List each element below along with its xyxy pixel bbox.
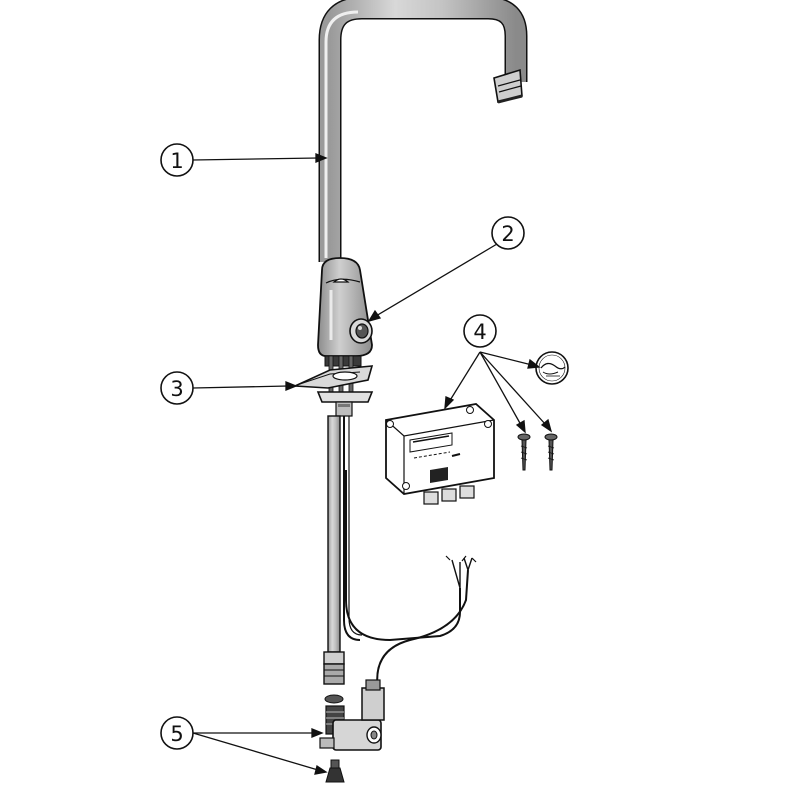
- filter-icon: [325, 759, 345, 783]
- leader-lines: [192, 153, 553, 775]
- sensor-cable: [345, 470, 477, 691]
- cable-gland: [423, 485, 475, 505]
- svg-text:2: 2: [501, 222, 514, 246]
- sensor-eye-icon: [349, 318, 373, 344]
- callout-2: 2: [491, 216, 525, 250]
- svg-text:4: 4: [473, 320, 486, 344]
- svg-text:3: 3: [170, 377, 183, 401]
- callout-3: 3: [160, 371, 194, 405]
- svg-text:1: 1: [170, 149, 183, 173]
- sticker-icon: [535, 351, 569, 385]
- svg-text:5: 5: [170, 722, 183, 746]
- callout-5: 5: [160, 716, 194, 750]
- callout-4: 4: [463, 314, 497, 348]
- mounting-clamp-icon: [294, 365, 374, 417]
- control-box-icon: [385, 403, 495, 505]
- supply-hose: [323, 415, 363, 685]
- faucet-spout-icon: [318, 0, 528, 262]
- callout-1: 1: [160, 143, 194, 177]
- solenoid-valve-icon: [319, 679, 385, 751]
- screw-icon: [517, 433, 558, 471]
